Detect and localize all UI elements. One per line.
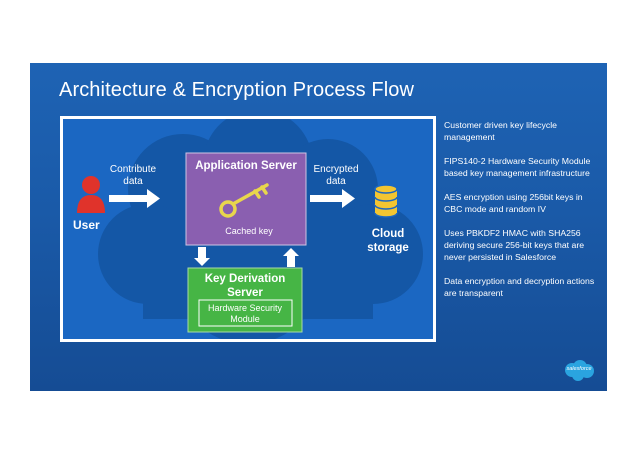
encrypted-label-line1: Encrypted bbox=[313, 164, 358, 175]
cached-key-label: Cached key bbox=[225, 226, 273, 236]
hsm-label-line1: Hardware Security bbox=[208, 303, 283, 313]
bullet-list: Customer driven key lifecycle management… bbox=[444, 119, 596, 311]
hsm-label-line2: Module bbox=[230, 314, 260, 324]
diagram-canvas: User Contribute data Application Server bbox=[63, 119, 433, 339]
kds-label-line2: Server bbox=[227, 287, 263, 299]
slide-title: Architecture & Encryption Process Flow bbox=[59, 79, 415, 101]
contribute-label-line2: data bbox=[123, 176, 143, 187]
slide: Architecture & Encryption Process Flow bbox=[30, 63, 607, 391]
salesforce-cloud-logo: salesforce bbox=[562, 360, 596, 382]
bullet-item: AES encryption using 256bit keys in CBC … bbox=[444, 192, 583, 214]
salesforce-logo-text: salesforce bbox=[566, 366, 592, 372]
contribute-label-line1: Contribute bbox=[110, 164, 157, 175]
salesforce-cloud-logo-icon bbox=[565, 360, 594, 381]
arrow-app-to-storage bbox=[310, 189, 355, 208]
arrow-kds-to-app bbox=[283, 248, 299, 267]
diagram-svg: User Contribute data Application Server bbox=[73, 119, 423, 339]
user-label: User bbox=[73, 218, 100, 232]
user-icon bbox=[77, 176, 105, 213]
key-icon bbox=[219, 183, 269, 218]
bullet-item: Uses PBKDF2 HMAC with SHA256 deriving se… bbox=[444, 228, 585, 262]
database-icon bbox=[374, 184, 398, 218]
app-server-box bbox=[185, 152, 307, 246]
bullet-item: FIPS140-2 Hardware Security Module based… bbox=[444, 156, 591, 178]
hsm-box bbox=[198, 299, 293, 327]
kds-label-line1: Key Derivation bbox=[205, 273, 286, 285]
cloud-storage-label-line2: storage bbox=[367, 242, 409, 254]
architecture-diagram: User Contribute data Application Server bbox=[60, 116, 436, 342]
cloud-storage-label-line1: Cloud bbox=[372, 228, 405, 240]
encrypted-label-line2: data bbox=[326, 176, 346, 187]
arrow-user-to-app bbox=[109, 189, 160, 208]
bullet-item: Customer driven key lifecycle management bbox=[444, 120, 557, 142]
bullet-item: Data encryption and decryption actions a… bbox=[444, 276, 595, 298]
arrow-app-to-kds bbox=[194, 247, 210, 266]
app-server-label: Application Server bbox=[195, 160, 297, 172]
